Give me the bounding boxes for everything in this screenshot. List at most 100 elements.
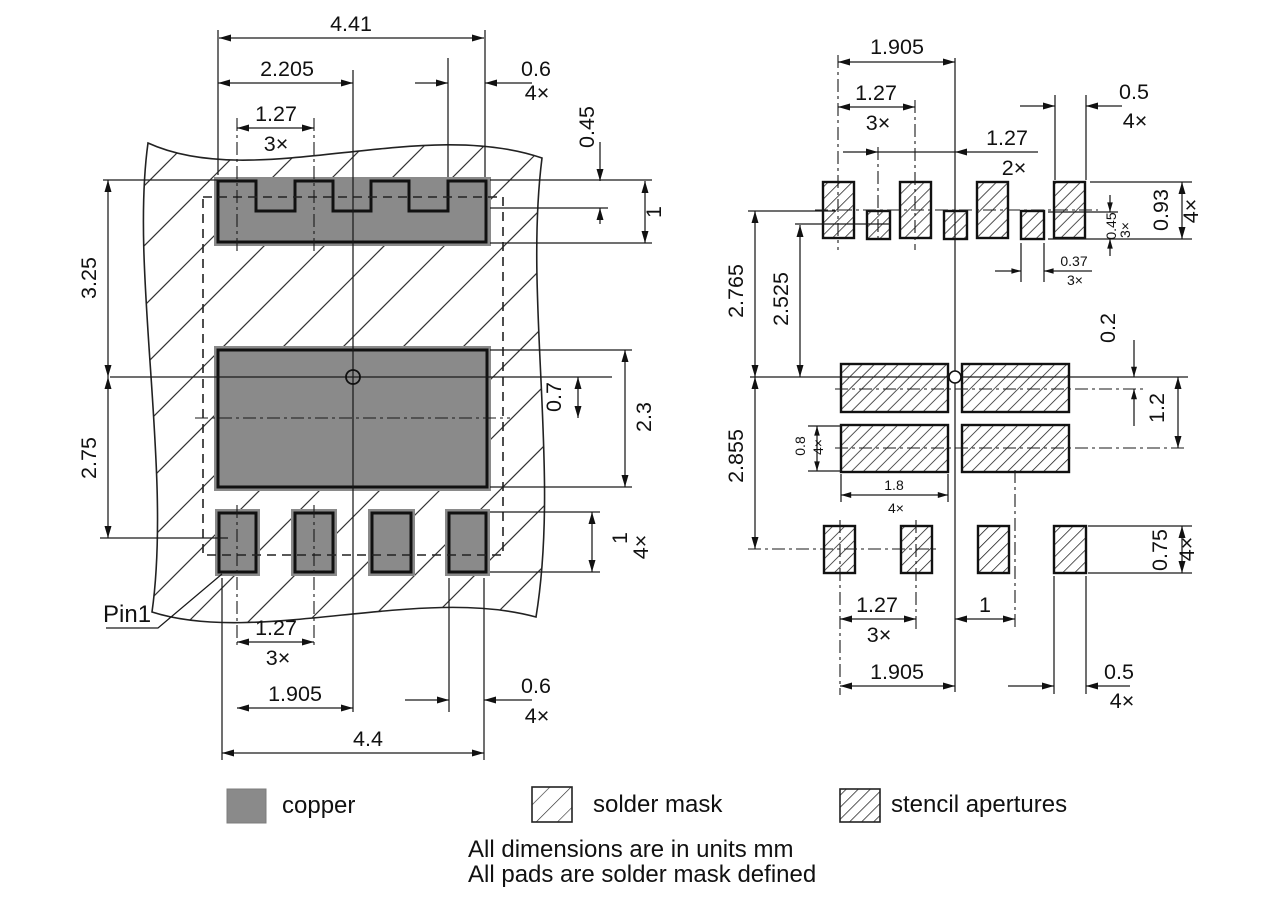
dim-pad-height-1: 1 4× xyxy=(588,512,653,572)
dim-label: 1.27 xyxy=(986,126,1028,150)
dim-count: 3× xyxy=(867,623,892,647)
dim-center-col-offset-1: 1 xyxy=(955,593,1015,623)
dim-label: 1.905 xyxy=(268,682,322,706)
dim-count: 4× xyxy=(1110,689,1135,713)
stencil-swatch xyxy=(839,788,881,823)
dim-top-aperture-height-0.93: 0.93 4× xyxy=(1149,182,1203,239)
dim-label: 2.75 xyxy=(77,437,101,479)
dim-pad-width-0.6: 0.6 4× xyxy=(405,674,551,728)
dim-count: 4× xyxy=(1179,199,1203,224)
dim-label: 3.25 xyxy=(77,257,101,299)
units-note: All dimensions are in units mm xyxy=(468,836,793,863)
dim-top-notch-0.6: 0.6 4× xyxy=(415,57,551,105)
dim-label: 4.41 xyxy=(330,12,372,36)
dim-small-aperture-height-0.45: 0.45 3× xyxy=(1103,195,1133,256)
dim-label: 0.6 xyxy=(521,674,551,698)
dim-label: 0.7 xyxy=(542,382,566,412)
dim-label: 1 xyxy=(642,206,666,218)
dim-lower-offset-2.855: 2.855 xyxy=(724,377,759,549)
dim-top-pitch-1.27: 1.27 3× xyxy=(237,102,314,156)
solder-mask-region-outline xyxy=(142,141,546,624)
dim-center-pad-height-2.3: 2.3 xyxy=(621,350,656,487)
dim-count: 4× xyxy=(525,704,550,728)
dim-label: 0.2 xyxy=(1096,313,1120,343)
pin1-callout: Pin1 xyxy=(103,573,223,629)
dim-label: 0.45 xyxy=(575,106,599,148)
right-stencil-view: 1.905 1.27 3× 0.5 4× 1.27 2× 0.93 4× xyxy=(724,35,1203,713)
dim-lower-height-2.75: 2.75 xyxy=(77,377,112,538)
bottom-copper-pad-4 xyxy=(445,509,490,576)
solder-mask-hatch-line xyxy=(229,143,545,623)
dim-label: 1.8 xyxy=(884,477,904,493)
dim-mask-width-4.41: 4.41 xyxy=(219,12,484,42)
copper-label: copper xyxy=(282,792,355,819)
dim-label: 1 xyxy=(979,593,991,617)
solder-mask-hatch-line xyxy=(409,143,545,623)
dim-mid-aperture-width-1.8: 1.8 4× xyxy=(841,477,948,516)
dim-label: 0.8 xyxy=(792,436,808,456)
dim-label: 2.765 xyxy=(724,264,748,318)
dim-top-pitch-1.27: 1.27 3× xyxy=(838,81,915,135)
dim-upper-offset-outer-2.765: 2.765 xyxy=(724,211,759,549)
dim-count: 4× xyxy=(1123,109,1148,133)
center-aperture-top-right xyxy=(960,362,1071,414)
mask-defined-note: All pads are solder mask defined xyxy=(468,861,816,888)
dim-small-aperture-width-0.37: 0.37 3× xyxy=(995,253,1092,288)
dim-copper-width-4.4: 4.4 xyxy=(222,727,484,757)
top-pad-mask-opening xyxy=(216,179,488,244)
dim-label: 1.27 xyxy=(856,593,898,617)
dim-label: 0.5 xyxy=(1104,660,1134,684)
bottom-copper-pad-3 xyxy=(368,509,415,576)
dim-half-span-1.905: 1.905 xyxy=(237,682,353,712)
dim-count: 4× xyxy=(525,81,550,105)
dim-top-span-1.905: 1.905 xyxy=(838,35,955,66)
dim-label: 1.905 xyxy=(870,35,924,59)
dim-label: 0.45 xyxy=(1103,212,1119,239)
dim-mid-aperture-height-0.8: 0.8 4× xyxy=(792,426,826,471)
legend: copper solder mask stencil apertures xyxy=(226,786,1067,824)
dim-label: 1.27 xyxy=(255,616,297,640)
dim-label: 1.27 xyxy=(255,102,297,126)
dim-label: 2.525 xyxy=(769,272,793,326)
dim-label: 2.3 xyxy=(632,402,656,432)
dim-label: 0.75 xyxy=(1148,529,1172,571)
dim-half-width-2.205: 2.205 xyxy=(218,57,353,87)
dim-bottom-aperture-width-0.5: 0.5 4× xyxy=(1008,660,1134,713)
dim-count: 3× xyxy=(1067,272,1083,288)
dim-count: 4× xyxy=(810,439,826,455)
drawing-notes: All dimensions are in units mm All pads … xyxy=(468,836,816,888)
center-aperture-top-left xyxy=(839,362,950,414)
pad4-mask-opening xyxy=(447,511,488,574)
dim-label: 0.37 xyxy=(1060,253,1087,269)
dim-label: 1.27 xyxy=(855,81,897,105)
center-marker-circle xyxy=(345,369,361,385)
dim-bottom-pitch-1.27: 1.27 3× xyxy=(237,616,314,670)
dim-label: 0.5 xyxy=(1119,80,1149,104)
solder-mask-hatch-line xyxy=(143,143,291,623)
stencil-label: stencil apertures xyxy=(891,791,1067,818)
dim-mid-row-offset-1.2: 1.2 xyxy=(1145,377,1182,448)
pin1-label: Pin1 xyxy=(103,601,151,628)
dim-label: 2.205 xyxy=(260,57,314,81)
solder-mask-label: solder mask xyxy=(593,791,723,818)
copper-swatch xyxy=(226,788,267,824)
dim-count: 3× xyxy=(866,111,891,135)
dim-label: 0.93 xyxy=(1149,189,1173,231)
dim-bottom-pitch-1.27: 1.27 3× xyxy=(840,593,916,647)
dim-label: 4.4 xyxy=(353,727,383,751)
dim-count: 4× xyxy=(1175,537,1199,562)
dim-count: 2× xyxy=(1002,156,1027,180)
solder-mask-hatch-line xyxy=(289,143,545,623)
dim-upper-height-3.25: 3.25 xyxy=(77,180,112,538)
dim-count: 3× xyxy=(264,132,289,156)
dim-label: 1.905 xyxy=(870,660,924,684)
dim-bottom-span-1.905: 1.905 xyxy=(840,660,955,690)
dim-top-aperture-width-0.5: 0.5 4× xyxy=(1020,80,1149,133)
small-aperture-3 xyxy=(1019,209,1046,241)
dim-label: 0.6 xyxy=(521,57,551,81)
dim-small-pitch-1.27: 1.27 2× xyxy=(843,126,1038,180)
bottom-aperture-4 xyxy=(1052,524,1088,575)
stencil-center-marker-circle xyxy=(948,370,962,384)
